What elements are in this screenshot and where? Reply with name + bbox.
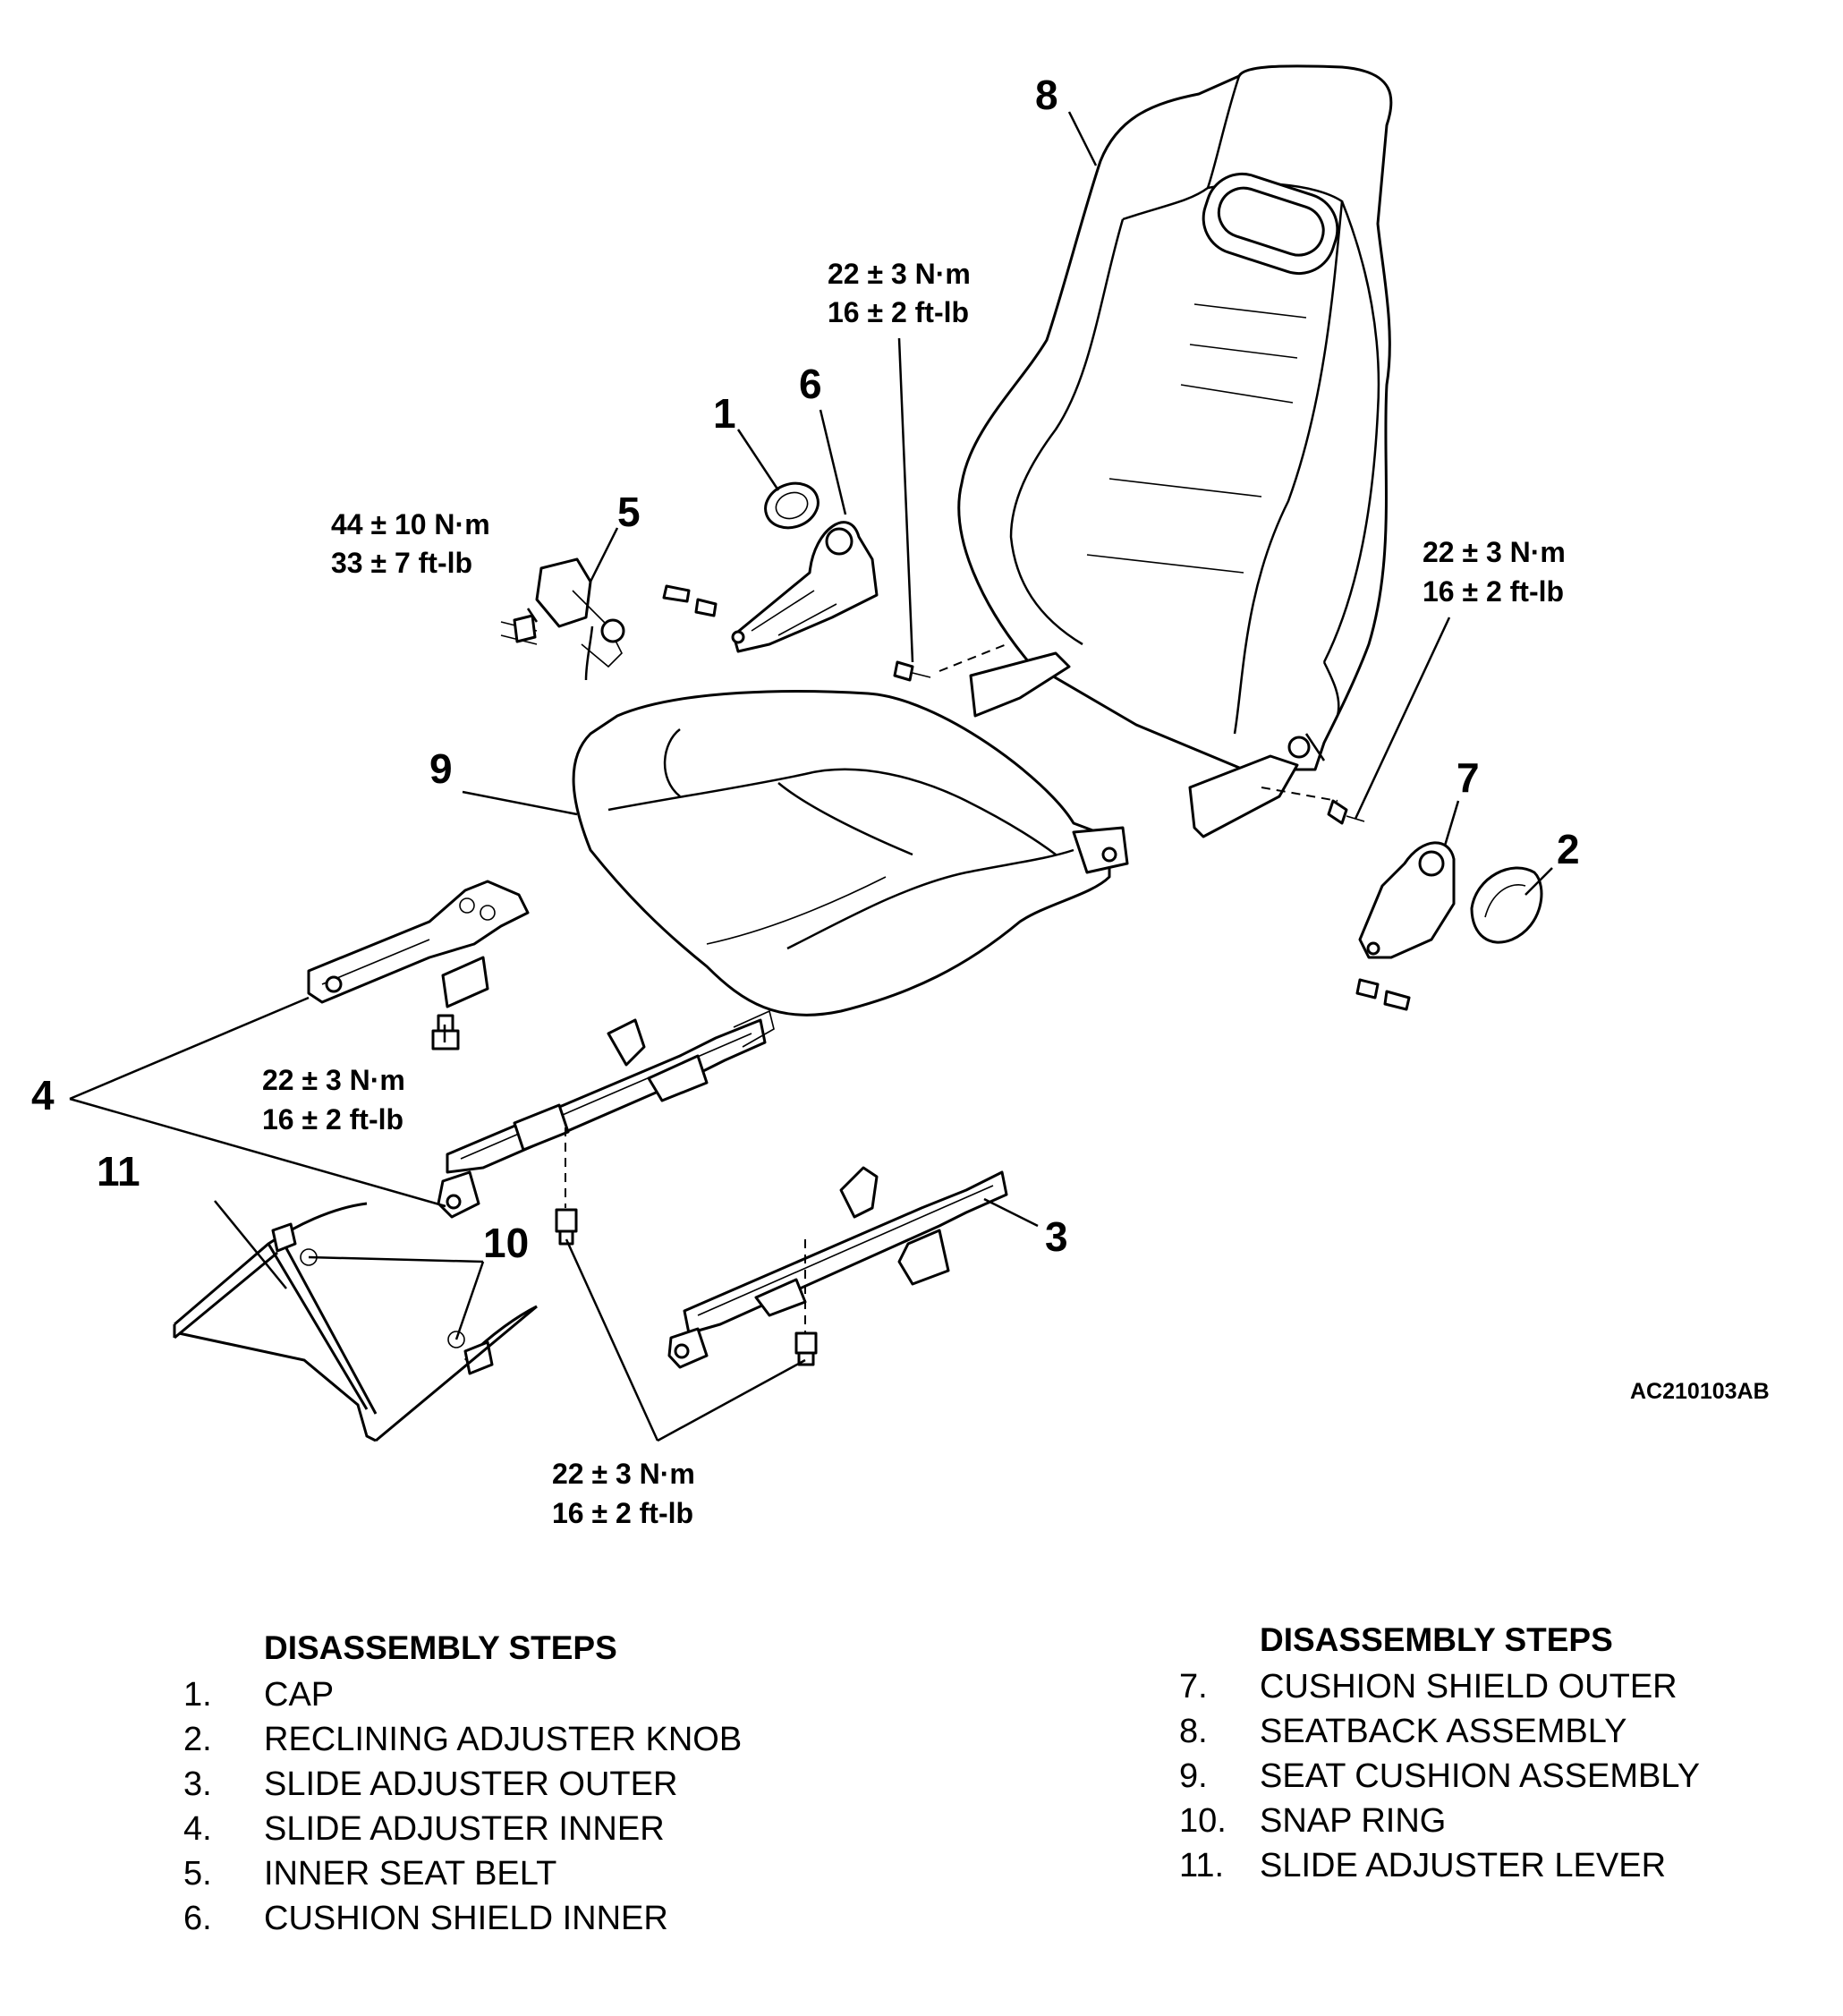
step-label: SEAT CUSHION ASSEMBLY bbox=[1260, 1757, 1701, 1795]
step-row: 2. RECLINING ADJUSTER KNOB bbox=[183, 1717, 742, 1762]
torque-right-nm: 22 ± 3 N·m bbox=[1423, 536, 1566, 568]
step-number: 1. bbox=[183, 1676, 212, 1714]
torque-bottom-nm: 22 ± 3 N·m bbox=[552, 1458, 695, 1490]
step-number: 9. bbox=[1179, 1757, 1208, 1795]
step-label: SLIDE ADJUSTER INNER bbox=[264, 1810, 665, 1848]
callout-5: 5 bbox=[617, 489, 641, 535]
callout-2: 2 bbox=[1557, 826, 1580, 872]
step-number: 10. bbox=[1179, 1802, 1227, 1840]
callout-3: 3 bbox=[1045, 1213, 1068, 1260]
callout-4: 4 bbox=[31, 1072, 55, 1119]
torque-bottom-ftlb: 16 ± 2 ft-lb bbox=[552, 1497, 693, 1529]
torque-inner-slide-ftlb: 16 ± 2 ft-lb bbox=[262, 1103, 403, 1136]
seat-cushion-assembly bbox=[572, 690, 1129, 1017]
step-row: 5. INNER SEAT BELT bbox=[183, 1851, 742, 1896]
slide-adjuster-outer bbox=[667, 1166, 1008, 1369]
step-row: 1. CAP bbox=[183, 1672, 742, 1717]
step-number: 4. bbox=[183, 1810, 212, 1848]
step-label: INNER SEAT BELT bbox=[264, 1855, 557, 1893]
step-row: 6. CUSHION SHIELD INNER bbox=[183, 1896, 742, 1941]
cushion-shield-outer bbox=[1358, 841, 1456, 959]
reclining-adjuster-knob bbox=[1470, 866, 1543, 944]
callout-6: 6 bbox=[799, 361, 822, 407]
step-row: 4. SLIDE ADJUSTER INNER bbox=[183, 1807, 742, 1851]
step-number: 5. bbox=[183, 1855, 212, 1893]
step-label: RECLINING ADJUSTER KNOB bbox=[264, 1721, 743, 1758]
cushion-shield-inner bbox=[731, 521, 879, 653]
step-number: 8. bbox=[1179, 1713, 1208, 1750]
disassembly-steps-right: DISASSEMBLY STEPS 7. CUSHION SHIELD OUTER… bbox=[1179, 1618, 1700, 1888]
seat-exploded-diagram: 1 2 3 4 5 6 7 8 9 10 11 22 ± 3 N·m 16 ± … bbox=[31, 64, 1770, 1529]
callout-11: 11 bbox=[97, 1148, 140, 1195]
step-row: 9. SEAT CUSHION ASSEMBLY bbox=[1179, 1754, 1700, 1799]
step-row: 3. SLIDE ADJUSTER OUTER bbox=[183, 1762, 742, 1807]
torque-seatback-ftlb: 16 ± 2 ft-lb bbox=[828, 296, 969, 328]
callout-10: 10 bbox=[483, 1220, 529, 1266]
step-row: 11. SLIDE ADJUSTER LEVER bbox=[1179, 1843, 1700, 1888]
step-label: CUSHION SHIELD INNER bbox=[264, 1900, 668, 1937]
bolt-outer bbox=[794, 1331, 818, 1366]
torque-inner-slide-nm: 22 ± 3 N·m bbox=[262, 1064, 405, 1096]
step-number: 11. bbox=[1179, 1847, 1225, 1884]
disassembly-steps-left: DISASSEMBLY STEPS 1. CAP 2. RECLINING ADJU… bbox=[183, 1626, 742, 1941]
snap-ring bbox=[300, 1248, 465, 1348]
torque-right-ftlb: 16 ± 2 ft-lb bbox=[1423, 575, 1564, 608]
step-number: 3. bbox=[183, 1765, 212, 1803]
bolt-inner-lower bbox=[555, 1208, 578, 1246]
step-label: SLIDE ADJUSTER OUTER bbox=[264, 1765, 678, 1803]
step-number: 7. bbox=[1179, 1668, 1208, 1706]
step-label: SNAP RING bbox=[1260, 1802, 1447, 1840]
screw-set-lower-right bbox=[1355, 978, 1411, 1011]
step-number: 6. bbox=[183, 1900, 212, 1937]
torque-seatback-nm: 22 ± 3 N·m bbox=[828, 258, 971, 290]
callout-1: 1 bbox=[713, 390, 736, 437]
step-row: 10. SNAP RING bbox=[1179, 1799, 1700, 1843]
screw-set-upper bbox=[662, 584, 1365, 825]
callout-7: 7 bbox=[1457, 754, 1480, 801]
inner-seat-belt bbox=[500, 557, 625, 681]
step-label: CUSHION SHIELD OUTER bbox=[1260, 1668, 1677, 1706]
step-label: CAP bbox=[264, 1676, 335, 1714]
cap-part bbox=[764, 481, 820, 530]
torque-specs: 22 ± 3 N·m 16 ± 2 ft-lb 44 ± 10 N·m 33 ±… bbox=[262, 258, 1566, 1529]
figure-code: AC210103AB bbox=[1630, 1379, 1770, 1404]
step-row: 8. SEATBACK ASSEMBLY bbox=[1179, 1709, 1700, 1754]
seatback-assembly bbox=[938, 64, 1393, 838]
step-row: 7. CUSHION SHIELD OUTER bbox=[1179, 1664, 1700, 1709]
callout-9: 9 bbox=[429, 745, 453, 792]
slide-adjuster-inner-rail bbox=[437, 1009, 775, 1219]
torque-belt-ftlb: 33 ± 7 ft-lb bbox=[331, 547, 472, 579]
leader-lines bbox=[69, 111, 1553, 1442]
step-label: SEATBACK ASSEMBLY bbox=[1260, 1713, 1627, 1750]
torque-belt-nm: 44 ± 10 N·m bbox=[331, 508, 490, 540]
callout-numbers: 1 2 3 4 5 6 7 8 9 10 11 bbox=[31, 72, 1580, 1266]
step-number: 2. bbox=[183, 1721, 212, 1758]
callout-8: 8 bbox=[1035, 72, 1058, 118]
steps-left-title: DISASSEMBLY STEPS bbox=[264, 1629, 617, 1666]
slide-adjuster-inner-upper bbox=[307, 880, 530, 1008]
steps-right-title: DISASSEMBLY STEPS bbox=[1260, 1621, 1613, 1658]
slide-adjuster-lever bbox=[173, 1202, 538, 1442]
step-label: SLIDE ADJUSTER LEVER bbox=[1260, 1847, 1667, 1884]
